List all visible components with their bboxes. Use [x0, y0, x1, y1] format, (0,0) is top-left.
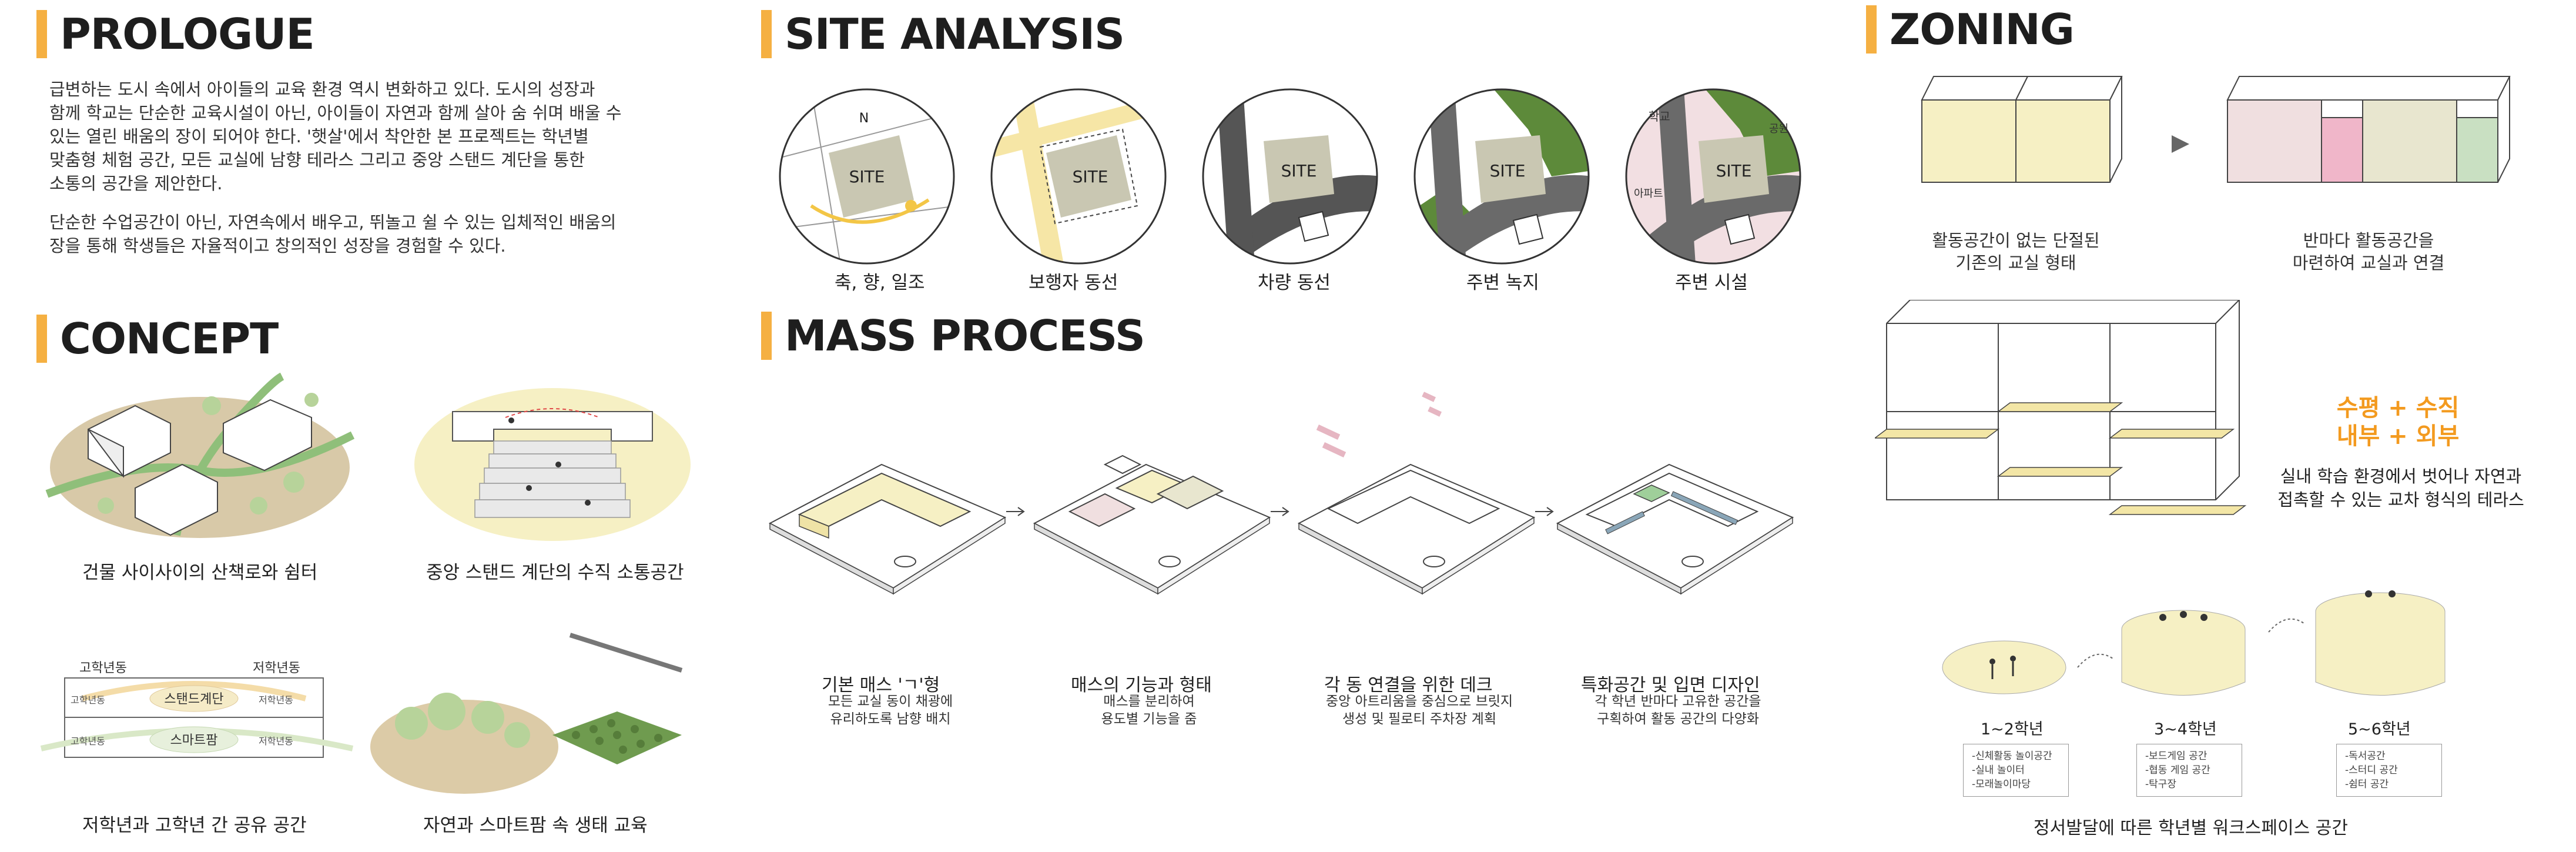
concept-paths-diagram [45, 372, 355, 538]
grade-1-2-items: -신체활동 놀이공간 -실내 놀이터 -모래놀이마당 [1963, 744, 2069, 797]
mass-step-2-diagram [1033, 455, 1271, 595]
site-circle-vehicle: SITE [1202, 88, 1378, 265]
site-label: SITE [1716, 161, 1752, 181]
concept-caption-4: 자연과 스마트팜 속 생태 교육 [423, 815, 648, 836]
concept-shared-space-diagram: 스탠드계단 스마트팜 고학년동 저학년동 고학년동 저학년동 고학년동 저학년동 [40, 661, 354, 758]
site-analysis-title: SITE ANALYSIS [785, 9, 1125, 59]
grade-3-4-platform [2121, 610, 2246, 696]
concept-heading: CONCEPT [36, 312, 279, 366]
site-circle-facilities: SITE 학교 공원 아파트 [1625, 88, 1801, 265]
mass-step-3-sub: 중앙 아트리움을 중심으로 브릿지 생성 및 필로티 주차장 계획 [1325, 694, 1513, 727]
concept-stand-stairs-diagram [414, 388, 691, 541]
mass-step-1-sub: 모든 교실 동이 채광에 유리하도록 남향 배치 [828, 694, 953, 727]
site-label: SITE [849, 167, 885, 186]
zoning-heading: ZONING [1866, 2, 2075, 56]
grade-3-4-items: -보드게임 공간 -협동 게임 공간 -탁구장 [2136, 744, 2242, 797]
zoning-terrace-description: 실내 학습 환경에서 벗어나 자연과 접촉할 수 있는 교차 형식의 테라스 [2277, 466, 2524, 510]
concept-title: CONCEPT [60, 314, 279, 363]
lower-grade-label: 저학년동 [253, 661, 300, 676]
heading-accent-bar [1866, 5, 1877, 54]
zoning-terrace-diagram [1875, 300, 2247, 515]
mass-process-title: MASS PROCESS [785, 311, 1145, 360]
concept-smart-farm-diagram [370, 633, 683, 794]
site-analysis-heading: SITE ANALYSIS [761, 7, 1125, 61]
grade-1-2-label: 1~2학년 [1981, 720, 2044, 739]
concept-caption-3: 저학년과 고학년 간 공유 공간 [82, 815, 307, 836]
dotted-arrow-icon [2077, 653, 2113, 668]
arrow-icon [1535, 507, 1554, 516]
upper-grade-label: 고학년동 [79, 661, 127, 676]
play-arrow-icon [2172, 135, 2189, 153]
zoning-title: ZONING [1890, 5, 2075, 54]
site-caption-5: 주변 시설 [1675, 272, 1748, 293]
site-circle-pedestrian: SITE [990, 88, 1167, 265]
small-upper-label: 고학년동 [71, 694, 105, 706]
prologue-paragraph-1: 급변하는 도시 속에서 아이들의 교육 환경 역시 변화하고 있다. 도시의 성… [49, 79, 622, 193]
heading-accent-bar [36, 10, 47, 58]
facility-park-label: 공원 [1769, 123, 1788, 135]
small-lower-label: 저학년동 [259, 694, 293, 706]
facility-school-label: 학교 [1649, 109, 1670, 123]
north-label: N [859, 111, 869, 126]
facility-apartment-label: 아파트 [1634, 188, 1663, 200]
arrow-icon [1006, 507, 1025, 516]
stand-stairs-label: 스탠드계단 [164, 692, 223, 707]
zoning-after-diagram [2226, 76, 2511, 183]
heading-accent-bar [761, 312, 772, 360]
site-circle-orientation: SITE N [779, 88, 955, 265]
site-label: SITE [1490, 161, 1526, 181]
zoning-orange-text: 수평 + 수직 내부 + 외부 [2336, 395, 2460, 450]
prologue-heading: PROLOGUE [36, 7, 315, 61]
arrow-icon [1271, 507, 1289, 516]
mass-step-1-title: 기본 매스 'ㄱ'형 [822, 675, 940, 696]
prologue-paragraph-2: 단순한 수업공간이 아닌, 자연속에서 배우고, 뛰놀고 쉴 수 있는 입체적인… [49, 212, 617, 256]
grade-1-2-platform [1942, 640, 2066, 694]
mass-step-3-title: 각 동 연결을 위한 데크 [1324, 675, 1493, 696]
smart-farm-label: 스마트팜 [170, 733, 218, 748]
mass-process-heading: MASS PROCESS [761, 309, 1145, 363]
site-label: SITE [1073, 167, 1108, 186]
site-caption-4: 주변 녹지 [1466, 272, 1539, 293]
zoning-footer-caption: 정서발달에 따른 학년별 워크스페이스 공간 [2034, 818, 2348, 838]
site-circle-greenery: SITE [1413, 88, 1590, 265]
small-lower-label-2: 저학년동 [259, 736, 293, 747]
grade-5-6-label: 5~6학년 [2348, 720, 2411, 739]
grade-3-4-label: 3~4학년 [2154, 720, 2217, 739]
zoning-after-caption: 반마다 활동공간을 마련하여 교실과 연결 [2292, 230, 2445, 273]
zoning-before-diagram [1921, 76, 2123, 183]
grade-5-6-items: -독서공간 -스터디 공간 -쉼터 공간 [2336, 744, 2442, 797]
mass-step-4-diagram [1556, 463, 1794, 595]
heading-accent-bar [761, 10, 772, 58]
heading-accent-bar [36, 315, 47, 363]
mass-step-1-diagram [768, 463, 1007, 595]
site-caption-2: 보행자 동선 [1029, 272, 1118, 293]
site-caption-1: 축, 향, 일조 [835, 272, 925, 293]
zoning-before-caption: 활동공간이 없는 단절된 기존의 교실 형태 [1932, 230, 2100, 273]
site-caption-3: 차량 동선 [1258, 272, 1331, 293]
site-label: SITE [1281, 161, 1317, 181]
mass-step-2-sub: 매스를 분리하여 용도별 기능을 줌 [1101, 694, 1197, 727]
mass-step-4-sub: 각 학년 반마다 고유한 공간을 구획하여 활동 공간의 다양화 [1594, 694, 1761, 727]
concept-caption-1: 건물 사이사이의 산책로와 쉼터 [82, 562, 318, 583]
mass-step-3-diagram [1297, 392, 1536, 595]
small-upper-label-2: 고학년동 [71, 736, 105, 747]
dotted-arrow-icon [2268, 618, 2304, 633]
mass-step-4-title: 특화공간 및 입면 디자인 [1581, 675, 1760, 696]
concept-caption-2: 중앙 스탠드 계단의 수직 소통공간 [426, 562, 684, 583]
grade-5-6-platform [2315, 590, 2446, 696]
prologue-title: PROLOGUE [60, 9, 315, 59]
mass-step-2-title: 매스의 기능과 형태 [1071, 675, 1212, 696]
